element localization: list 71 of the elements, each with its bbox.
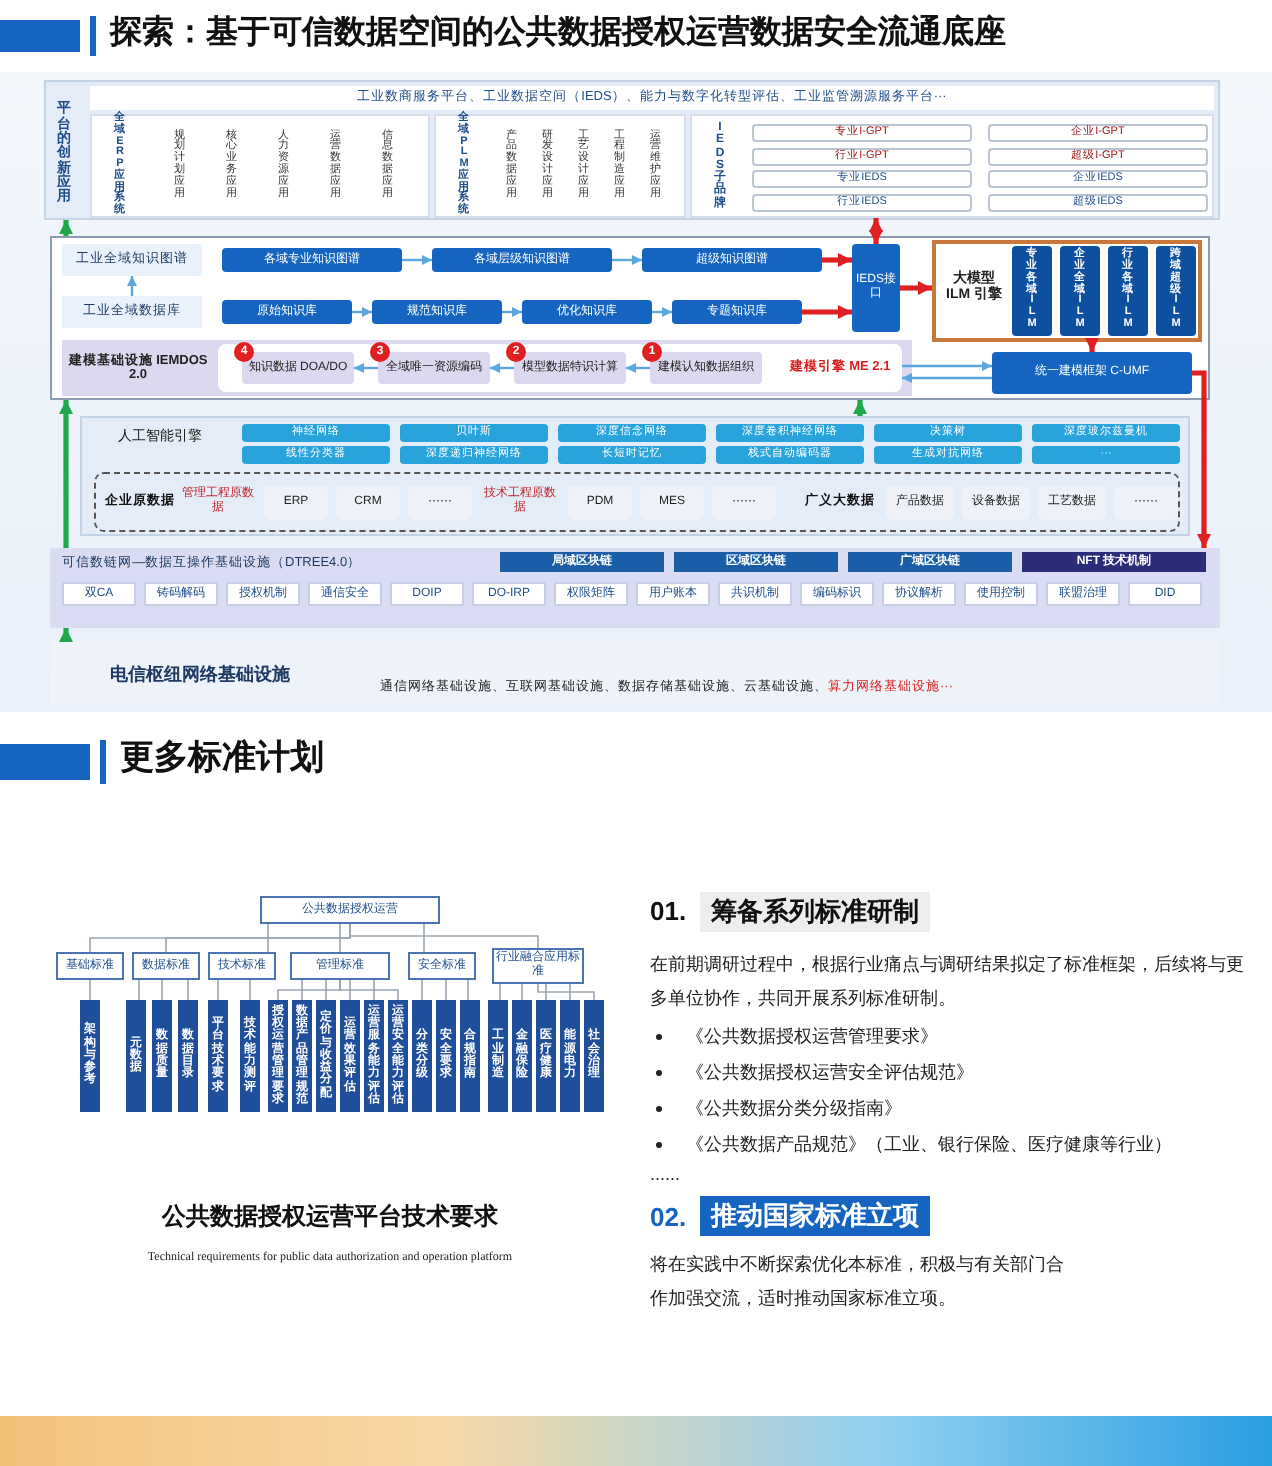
connector-line xyxy=(301,979,303,1001)
engine-panel xyxy=(932,240,1202,342)
connector-line xyxy=(339,979,399,1001)
arrow xyxy=(853,400,867,416)
connector-line xyxy=(521,983,523,1001)
platform-panel xyxy=(80,416,1190,536)
connector-line xyxy=(267,923,269,953)
arrow xyxy=(502,307,522,317)
paragraph: 将在实践中不断探索优化本标准，积极与有关部门合作加强交流，适时推动国家标准立项。 xyxy=(650,1252,1066,1312)
network-band xyxy=(50,640,1220,704)
connector-line xyxy=(537,983,595,1001)
arrow xyxy=(127,276,137,296)
system-panel xyxy=(90,114,430,218)
slide-title: 更多标准计划 xyxy=(120,736,326,780)
section-heading: 推动国家标准立项 xyxy=(700,1196,930,1236)
bullet-item: 《公共数据产品规范》（工业、银行保险、医疗健康等行业） xyxy=(686,1132,1174,1158)
system-panel xyxy=(434,114,686,218)
connector-line xyxy=(138,979,140,1001)
arrow xyxy=(59,628,73,642)
connector-line xyxy=(421,979,423,1001)
panel-heading: 电信枢纽网络基础设施 xyxy=(108,661,292,688)
data-source-group xyxy=(94,472,1180,532)
arrow xyxy=(490,363,514,373)
connector-line xyxy=(499,983,501,1001)
slide-title: 探索：基于可信数据空间的公共数据授权运营数据安全流通底座 xyxy=(110,12,1008,54)
arrow xyxy=(900,281,932,295)
arrow xyxy=(59,220,73,236)
platform-panel xyxy=(44,80,1220,220)
connector-line xyxy=(187,979,189,1001)
connector-line xyxy=(249,979,251,1001)
arrow xyxy=(59,400,73,548)
connector-line xyxy=(467,979,469,1001)
blockchain-panel xyxy=(50,548,1220,628)
arrow xyxy=(902,361,992,371)
arrow xyxy=(354,363,378,373)
arrow xyxy=(652,307,672,317)
system-panel xyxy=(690,114,1214,218)
platform-frame xyxy=(50,236,1210,400)
document-title: 公共数据授权运营平台技术要求 xyxy=(159,1200,500,1234)
paragraph: 在前期调研过程中，根据行业痛点与调研结果拟定了标准框架，后续将与更多单位协作，共同开展系列标准研制。 xyxy=(650,952,1246,1012)
bullet-item: 《公共数据授权运营安全评估规范》 xyxy=(686,1060,976,1086)
bullet-item: 《公共数据授权运营管理要求》 xyxy=(686,1024,940,1050)
connector-line xyxy=(217,979,219,1001)
arrow xyxy=(402,255,432,265)
bullet-item: 《公共数据分类分级指南》 xyxy=(686,1096,904,1122)
connector-line xyxy=(545,983,547,1001)
arrow xyxy=(869,218,883,244)
section-heading: 筹备系列标准研制 xyxy=(700,892,930,932)
section-number: 02. xyxy=(650,1202,689,1232)
ellipsis-text: ...... xyxy=(650,1164,683,1184)
arrow xyxy=(1085,338,1099,352)
arrow xyxy=(802,305,852,319)
section-number: 01. xyxy=(650,896,689,926)
engine-box xyxy=(218,344,902,392)
connector-line xyxy=(349,979,351,1001)
arrow xyxy=(822,253,852,267)
arrow xyxy=(612,255,642,265)
arrow xyxy=(626,363,650,373)
connector-line xyxy=(445,979,447,1001)
connector-line xyxy=(423,923,425,953)
connector-line xyxy=(569,983,571,1001)
connector-line xyxy=(89,979,91,1001)
arrow xyxy=(1192,370,1211,548)
connector-line xyxy=(349,923,539,949)
connector-line xyxy=(373,979,375,1001)
arrow xyxy=(352,307,372,317)
connector-line xyxy=(339,923,341,953)
connector-line xyxy=(161,979,163,1001)
infrastructure-band xyxy=(62,340,912,396)
connector-line xyxy=(325,979,327,1001)
arrow xyxy=(902,373,992,383)
